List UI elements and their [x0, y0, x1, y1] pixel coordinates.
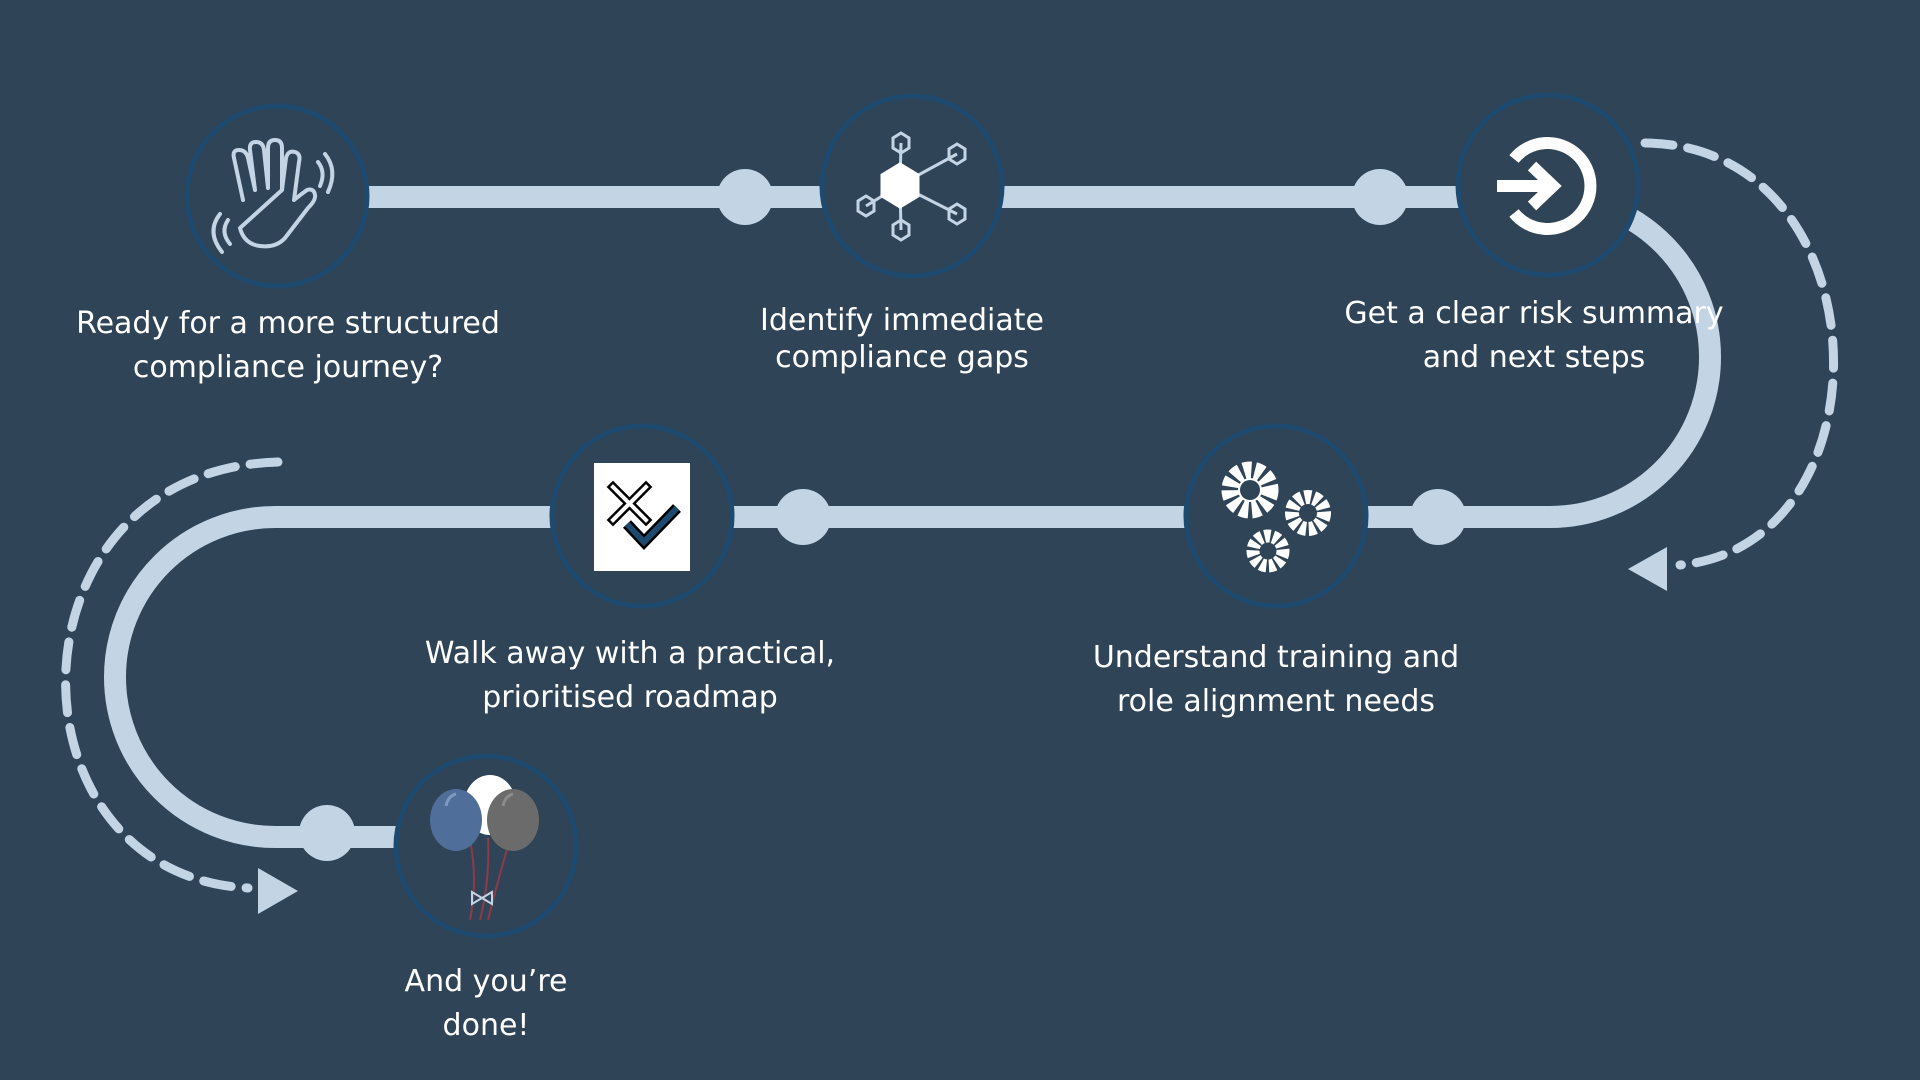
track-dot — [1410, 489, 1466, 545]
step-node-done — [393, 753, 579, 939]
step-label-ready: Ready for a more structured compliance j… — [76, 302, 500, 390]
step-node-ready — [184, 103, 370, 289]
track-dot — [775, 489, 831, 545]
track-dot — [717, 169, 773, 225]
network-hub-icon — [856, 131, 967, 242]
track-dot — [1352, 169, 1408, 225]
arrowhead-left-icon — [1628, 547, 1667, 591]
journey-track — [104, 186, 1721, 848]
step-node-training — [1183, 423, 1369, 609]
step-node-risk — [1455, 92, 1641, 278]
step-label-identify: Identify immediate compliance gaps — [760, 302, 1044, 376]
dashed-return-arrow-right — [1640, 138, 1838, 570]
step-label-line: Walk away with a practical, — [424, 636, 836, 671]
step-label-line: Understand training and — [1092, 640, 1460, 675]
enter-arrow-icon — [1497, 137, 1597, 235]
step-label-line: Get a clear risk summary — [1344, 296, 1724, 331]
step-label-line: compliance journey? — [132, 350, 444, 385]
step-label-line: compliance gaps — [775, 340, 1029, 375]
step-label-line: and next steps — [1422, 340, 1646, 375]
step-node-roadmap — [549, 423, 735, 609]
step-label-line: And you’re — [404, 964, 568, 999]
step-label-done: And you’re done! — [405, 960, 568, 1048]
waving-hand-icon — [211, 138, 335, 254]
step-label-line: role alignment needs — [1116, 684, 1436, 719]
step-label-line: done! — [442, 1008, 530, 1043]
step-label-line: Ready for a more structured — [76, 306, 500, 341]
step-label-roadmap: Walk away with a practical, prioritised … — [425, 632, 835, 720]
gears-icon — [1221, 461, 1331, 573]
dashed-return-arrow-left — [61, 457, 283, 893]
step-label-line: prioritised roadmap — [482, 680, 778, 715]
step-label-training: Understand training and role alignment n… — [1093, 636, 1459, 724]
cross-check-icon — [594, 463, 690, 571]
step-node-identify — [819, 93, 1005, 279]
step-label-risk: Get a clear risk summary and next steps — [1344, 292, 1723, 380]
balloons-icon — [430, 775, 539, 921]
track-dot — [299, 805, 355, 861]
step-label-line: Identify immediate — [759, 303, 1045, 338]
arrowhead-right-icon — [258, 868, 298, 914]
